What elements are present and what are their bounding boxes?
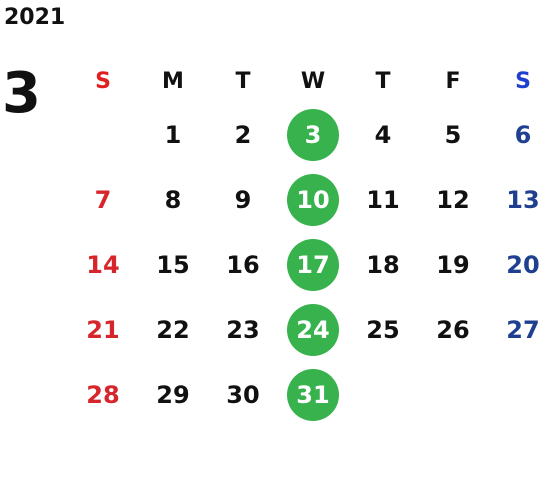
calendar-weeks: 1 2 3 4 5 6 7 8 9 10 11 12 13 14 15 16 1… (68, 102, 548, 427)
calendar-day: 26 (436, 315, 470, 344)
calendar-day: 29 (156, 380, 190, 409)
week-row-5: 28 29 30 31 (68, 362, 548, 427)
calendar-cell (418, 362, 488, 427)
calendar-cell: 13 (488, 167, 548, 232)
calendar-day: 21 (86, 315, 120, 344)
calendar-cell: 9 (208, 167, 278, 232)
calendar-day: 7 (94, 185, 112, 214)
calendar-cell: 17 (278, 232, 348, 297)
weekday-tuesday-label: T (235, 68, 251, 94)
calendar-day: 1 (164, 120, 182, 149)
calendar-cell: 2 (208, 102, 278, 167)
calendar-day: 15 (156, 250, 190, 279)
calendar-cell: 22 (138, 297, 208, 362)
highlighted-calendar-day: 17 (287, 238, 339, 291)
calendar-cell: 4 (348, 102, 418, 167)
highlighted-calendar-day: 31 (287, 368, 339, 421)
weekday-sunday-label: S (95, 68, 111, 94)
calendar-cell (348, 362, 418, 427)
highlighted-calendar-day: 24 (287, 303, 339, 356)
calendar-cell: 29 (138, 362, 208, 427)
weekday-monday-label: M (162, 68, 184, 94)
calendar-day: 22 (156, 315, 190, 344)
calendar-cell: 1 (138, 102, 208, 167)
calendar-cell: 3 (278, 102, 348, 167)
calendar-weekday-header: S M T W T F S (68, 60, 548, 102)
calendar-cell (68, 102, 138, 167)
calendar-day: 18 (366, 250, 400, 279)
calendar-day: 9 (234, 185, 252, 214)
calendar-day: 19 (436, 250, 470, 279)
week-row-2: 7 8 9 10 11 12 13 (68, 167, 548, 232)
calendar-cell: 20 (488, 232, 548, 297)
calendar-day: 13 (506, 185, 540, 214)
calendar-cell: 27 (488, 297, 548, 362)
calendar-day: 27 (506, 315, 540, 344)
calendar-cell: 5 (418, 102, 488, 167)
weekday-friday-label: F (445, 68, 461, 94)
weekday-wednesday-label: W (300, 68, 326, 94)
calendar-cell: 16 (208, 232, 278, 297)
week-row-1: 1 2 3 4 5 6 (68, 102, 548, 167)
calendar-cell: 23 (208, 297, 278, 362)
calendar-cell: 24 (278, 297, 348, 362)
highlighted-calendar-day: 10 (287, 173, 339, 226)
calendar-cell: 15 (138, 232, 208, 297)
calendar-grid: S M T W T F S 1 2 3 4 5 6 7 8 9 10 11 12… (68, 60, 548, 427)
week-row-3: 14 15 16 17 18 19 20 (68, 232, 548, 297)
calendar-day (427, 366, 479, 418)
calendar-cell: 25 (348, 297, 418, 362)
calendar-cell: 28 (68, 362, 138, 427)
calendar-cell: 18 (348, 232, 418, 297)
calendar-day: 12 (436, 185, 470, 214)
calendar-day: 2 (234, 120, 252, 149)
week-row-4: 21 22 23 24 25 26 27 (68, 297, 548, 362)
calendar-day: 8 (164, 185, 182, 214)
calendar-cell: 8 (138, 167, 208, 232)
calendar-day: 14 (86, 250, 120, 279)
calendar-cell: 12 (418, 167, 488, 232)
calendar-day: 20 (506, 250, 540, 279)
calendar-cell: 11 (348, 167, 418, 232)
calendar-cell: 10 (278, 167, 348, 232)
calendar-cell: 14 (68, 232, 138, 297)
calendar-day: 11 (366, 185, 400, 214)
calendar-year: 2021 (4, 5, 66, 30)
calendar-cell: 31 (278, 362, 348, 427)
highlighted-calendar-day: 3 (287, 108, 339, 161)
calendar-cell: 26 (418, 297, 488, 362)
calendar-day: 30 (226, 380, 260, 409)
calendar-day: 25 (366, 315, 400, 344)
calendar-cell: 6 (488, 102, 548, 167)
calendar-day: 28 (86, 380, 120, 409)
calendar-cell (488, 362, 548, 427)
calendar-day (497, 366, 548, 418)
calendar-day: 23 (226, 315, 260, 344)
weekday-thursday-label: T (375, 68, 391, 94)
calendar-day (77, 106, 129, 158)
calendar-day: 5 (444, 120, 462, 149)
calendar-day (357, 366, 409, 418)
calendar-day: 6 (514, 120, 532, 149)
calendar-cell: 7 (68, 167, 138, 232)
calendar-cell: 30 (208, 362, 278, 427)
calendar-day: 16 (226, 250, 260, 279)
weekday-row: S M T W T F S (68, 60, 548, 102)
calendar-cell: 21 (68, 297, 138, 362)
calendar-month: 3 (2, 61, 41, 126)
weekday-saturday-label: S (515, 68, 531, 94)
calendar-day: 4 (374, 120, 392, 149)
calendar-cell: 19 (418, 232, 488, 297)
